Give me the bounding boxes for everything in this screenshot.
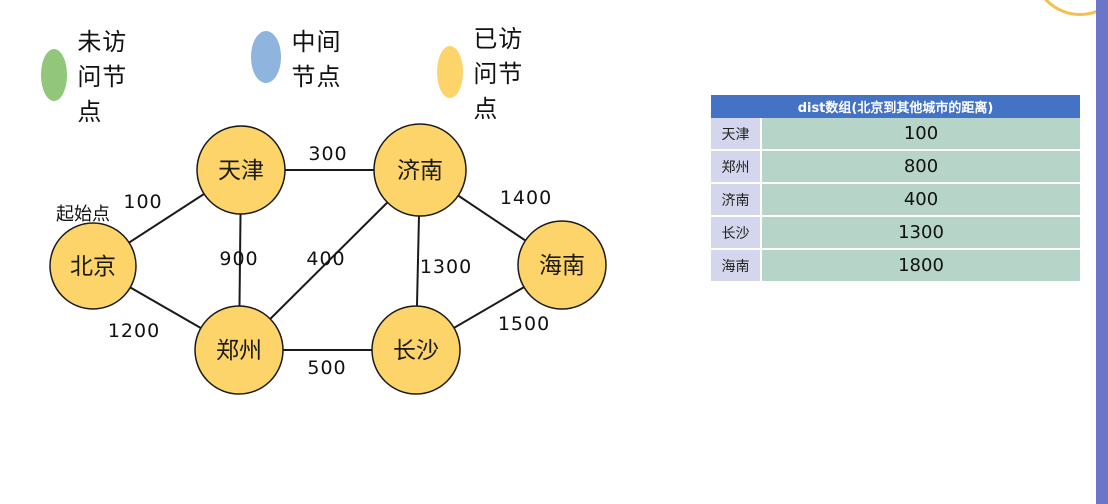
edge-weight-label: 300 <box>308 143 347 165</box>
node-circle <box>49 222 137 310</box>
dist-city-cell: 郑州 <box>711 150 762 184</box>
dist-value-cell: 400 <box>761 183 1080 217</box>
dist-city-cell: 济南 <box>711 183 762 217</box>
node-label: 天津 <box>218 158 264 184</box>
edge-weight-label: 1400 <box>500 187 552 209</box>
dist-value-cell: 100 <box>761 118 1080 151</box>
weights-layer: 100 1200 300 900 400 500 1300 1400 1500 <box>108 143 552 379</box>
legend-item-unvisited: 未访问节点 <box>41 22 134 127</box>
edge-weight-label: 900 <box>219 248 258 270</box>
legend-dot-intermediate <box>251 31 282 83</box>
legend-item-visited: 已访问节点 <box>437 19 530 124</box>
node-hainan: 海南 <box>517 220 607 310</box>
table-row: 郑州 800 <box>711 150 1080 184</box>
legend-label-intermediate: 中间节点 <box>291 28 342 91</box>
node-jinan: 济南 <box>373 123 467 217</box>
edge-weight-label: 100 <box>123 191 162 213</box>
edge-weight-label: 1200 <box>108 320 160 342</box>
node-beijing: 北京 <box>49 222 137 310</box>
edge-weight-label: 500 <box>307 357 346 379</box>
node-label: 北京 <box>70 254 116 280</box>
node-label: 济南 <box>397 158 443 184</box>
node-tianjin: 天津 <box>196 125 286 215</box>
node-label: 郑州 <box>216 338 262 364</box>
edge-weight-label: 1300 <box>420 256 472 278</box>
table-row: 济南 400 <box>711 183 1080 217</box>
dist-value-cell: 1300 <box>761 216 1080 250</box>
legend-dot-visited <box>437 45 464 98</box>
dist-city-cell: 天津 <box>711 118 762 151</box>
dist-city-cell: 长沙 <box>711 216 762 250</box>
node-label: 长沙 <box>393 338 439 364</box>
node-label: 海南 <box>539 253 585 279</box>
legend-label-unvisited: 未访问节点 <box>77 28 128 126</box>
dist-table-title: dist数组(北京到其他城市的距离) <box>711 95 1080 118</box>
legend-label-visited: 已访问节点 <box>473 25 524 123</box>
table-row: 天津 100 <box>711 118 1080 151</box>
start-point-label: 起始点 <box>56 204 110 225</box>
node-circle <box>373 123 467 217</box>
side-accent-bar <box>1096 0 1108 504</box>
node-circle <box>371 305 461 395</box>
dist-value-cell: 1800 <box>761 249 1080 283</box>
node-circle <box>194 305 284 395</box>
table-row: 海南 1800 <box>711 249 1080 283</box>
node-circle <box>517 220 607 310</box>
dist-value-cell: 800 <box>761 150 1080 184</box>
node-zhengzhou: 郑州 <box>194 305 284 395</box>
edge-weight-label: 400 <box>306 248 345 270</box>
legend-item-intermediate: 中间节点 <box>251 22 344 92</box>
edge-weight-label: 1500 <box>498 313 550 335</box>
dist-table: dist数组(北京到其他城市的距离) 天津 100 郑州 800 济南 400 … <box>711 95 1080 283</box>
node-circle <box>196 125 286 215</box>
node-changsha: 长沙 <box>371 305 461 395</box>
legend-dot-unvisited <box>41 48 68 101</box>
table-row: 长沙 1300 <box>711 216 1080 250</box>
dist-city-cell: 海南 <box>711 249 762 283</box>
